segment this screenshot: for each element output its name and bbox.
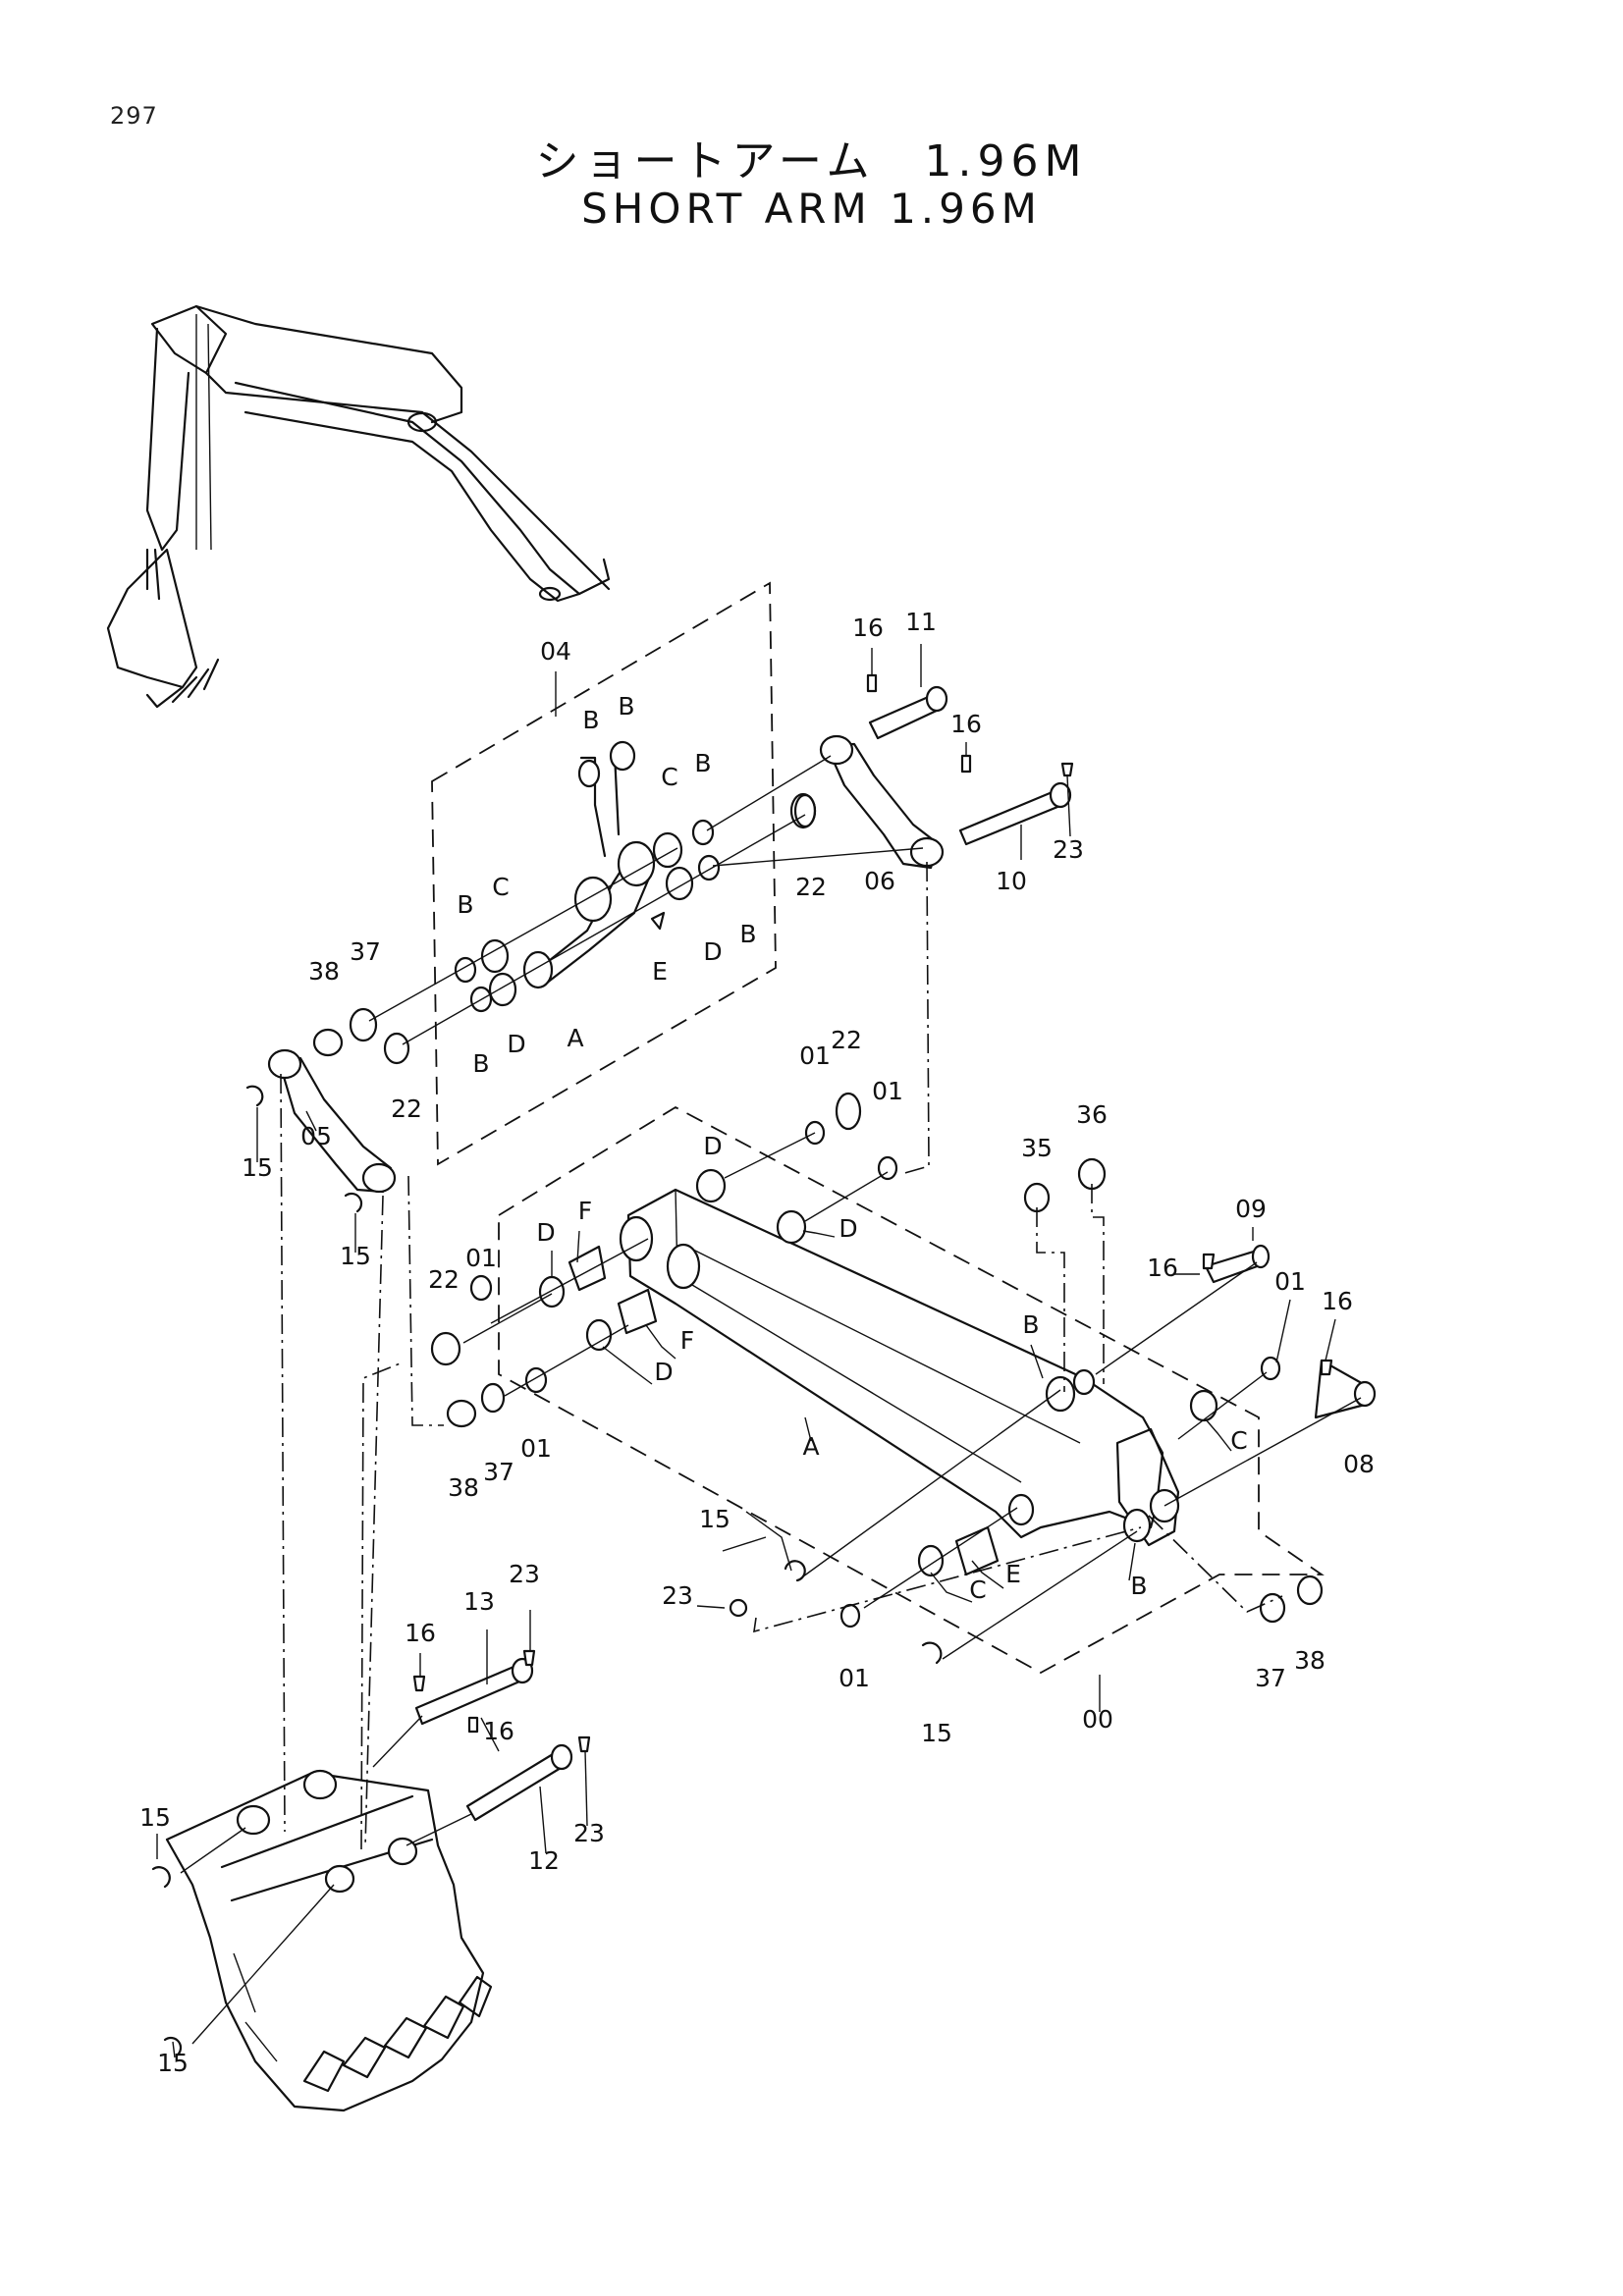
callout-lbl-23a: 23	[1053, 835, 1084, 864]
arm-body	[619, 1188, 1180, 1547]
callout-lbl-E2: E	[1005, 1560, 1021, 1588]
bucket	[151, 1769, 493, 2112]
callout-lbl-06: 06	[864, 867, 895, 895]
title-english: SHORT ARM 1.96M	[581, 185, 1042, 233]
callout-lbl-B6: B	[472, 1049, 489, 1078]
callout-lbl-C2: C	[492, 873, 509, 901]
callout-lbl-05: 05	[300, 1122, 332, 1150]
bracket-assembly	[312, 740, 817, 1065]
callout-lbl-16d: 16	[1322, 1287, 1353, 1315]
callout-lbl-37a: 37	[350, 937, 381, 966]
callout-lbl-F1: F	[578, 1197, 592, 1225]
callout-lbl-22b: 22	[391, 1095, 422, 1123]
callout-lbl-15a: 15	[242, 1153, 273, 1182]
callout-lbl-16a: 16	[852, 614, 884, 642]
callout-lbl-C1: C	[661, 763, 677, 791]
callout-lbl-C4: C	[969, 1575, 986, 1604]
callout-lbl-16c: 16	[1147, 1254, 1178, 1282]
callout-lbl-23c: 23	[509, 1560, 540, 1588]
callout-lbl-B1: B	[582, 706, 599, 734]
callout-lbl-22d: 22	[428, 1265, 460, 1294]
callout-lbl-B7: B	[1022, 1310, 1039, 1339]
callout-lbl-12: 12	[528, 1846, 560, 1875]
callout-lbl-16e: 16	[405, 1619, 436, 1647]
callout-lbl-13: 13	[463, 1587, 495, 1616]
callout-lbl-38b: 38	[448, 1473, 479, 1502]
callout-lbl-15b: 15	[340, 1242, 371, 1270]
callout-lbl-35: 35	[1021, 1134, 1053, 1162]
callout-lbl-A1: A	[567, 1024, 583, 1052]
excavator-thumbnail	[106, 304, 611, 709]
callout-lbl-37c: 37	[1255, 1664, 1286, 1692]
callout-lbl-15e: 15	[139, 1803, 171, 1832]
alignment-lines	[280, 861, 1362, 1850]
callout-lbl-01c: 01	[1274, 1267, 1306, 1296]
callout-lbl-16b: 16	[950, 710, 982, 738]
callout-lbl-15c: 15	[699, 1505, 730, 1533]
arm-bushings	[430, 1092, 1377, 1665]
callout-lbl-B4: B	[739, 920, 756, 948]
callout-lbl-38c: 38	[1294, 1646, 1325, 1675]
callout-lbl-01b: 01	[872, 1077, 903, 1105]
callout-lbl-10: 10	[996, 867, 1027, 895]
callout-lbl-23b: 23	[662, 1581, 693, 1610]
callout-lbl-01e: 01	[520, 1434, 552, 1463]
callout-lbl-D2: D	[507, 1030, 525, 1058]
callout-lbl-15d: 15	[921, 1719, 952, 1747]
callout-lbl-01d: 01	[465, 1244, 497, 1272]
callout-lbl-15f: 15	[157, 2049, 189, 2077]
callout-lbl-D4: D	[839, 1214, 857, 1243]
callout-lbl-22c: 22	[831, 1026, 862, 1054]
callout-lbl-D1: D	[703, 937, 722, 966]
callout-lbl-B5: B	[457, 890, 473, 919]
callout-lbl-B8: B	[1130, 1572, 1147, 1600]
callout-lbl-01f: 01	[839, 1664, 870, 1692]
link-05	[245, 1048, 397, 1213]
enclosure-00	[498, 1105, 1325, 1675]
title-japanese: ショートアーム 1.96M	[535, 136, 1088, 187]
page-number: 297	[110, 102, 158, 130]
callout-lbl-09: 09	[1235, 1195, 1267, 1223]
callout-lbl-36: 36	[1076, 1100, 1108, 1129]
callout-lbl-D5: D	[536, 1218, 555, 1247]
bucket-pins	[372, 1610, 591, 1854]
callout-lbl-08: 08	[1343, 1450, 1375, 1478]
callout-lbl-D6: D	[654, 1358, 673, 1386]
callout-lbl-22a: 22	[795, 873, 827, 901]
enclosure-04	[431, 581, 777, 1166]
callout-lbl-B2: B	[618, 692, 634, 721]
leader-lines	[156, 1107, 1336, 2058]
callout-lbl-16f: 16	[483, 1717, 514, 1745]
callout-lbl-11: 11	[905, 608, 937, 636]
callout-lbl-A2: A	[802, 1432, 819, 1461]
callout-lbl-04: 04	[540, 637, 571, 666]
callout-lbl-23d: 23	[573, 1819, 605, 1847]
callout-lbl-37b: 37	[483, 1458, 514, 1486]
callout-lbl-D3: D	[703, 1132, 722, 1160]
callout-lbl-38a: 38	[308, 957, 340, 986]
link-06	[706, 644, 1074, 870]
callout-lbl-E1: E	[652, 957, 668, 986]
callout-lbl-C3: C	[1230, 1426, 1247, 1455]
callout-lbl-F2: F	[680, 1326, 694, 1355]
callout-lbl-01a: 01	[799, 1041, 831, 1070]
callout-lbl-B3: B	[694, 749, 711, 777]
callout-lbl-00: 00	[1082, 1705, 1113, 1734]
